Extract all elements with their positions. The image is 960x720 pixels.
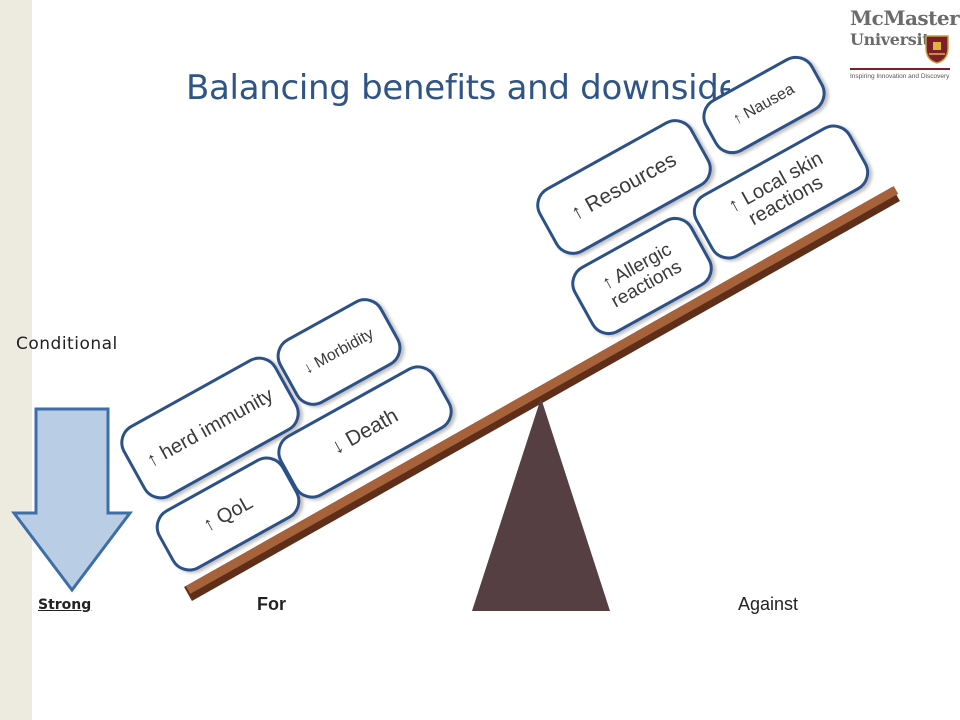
logo-divider bbox=[850, 68, 950, 70]
crest-icon bbox=[925, 35, 949, 64]
slide-title: Balancing benefits and downsides bbox=[186, 68, 757, 108]
logo-wordmark-line1: McMaster bbox=[850, 6, 960, 30]
label-conditional: Conditional bbox=[16, 334, 118, 354]
strong-down-arrow bbox=[10, 407, 134, 593]
fulcrum bbox=[472, 398, 610, 611]
logo-tagline: Inspiring Innovation and Discovery bbox=[850, 73, 950, 80]
label-strong: Strong bbox=[38, 597, 92, 613]
mcmaster-logo: McMaster University Inspiring Innovation… bbox=[848, 6, 960, 82]
left-decorative-strip bbox=[0, 0, 32, 720]
label-for: For bbox=[257, 594, 286, 614]
label-against: Against bbox=[738, 594, 799, 614]
logo-wordmark-line2: University bbox=[850, 30, 939, 49]
seesaw-beam bbox=[185, 186, 899, 594]
